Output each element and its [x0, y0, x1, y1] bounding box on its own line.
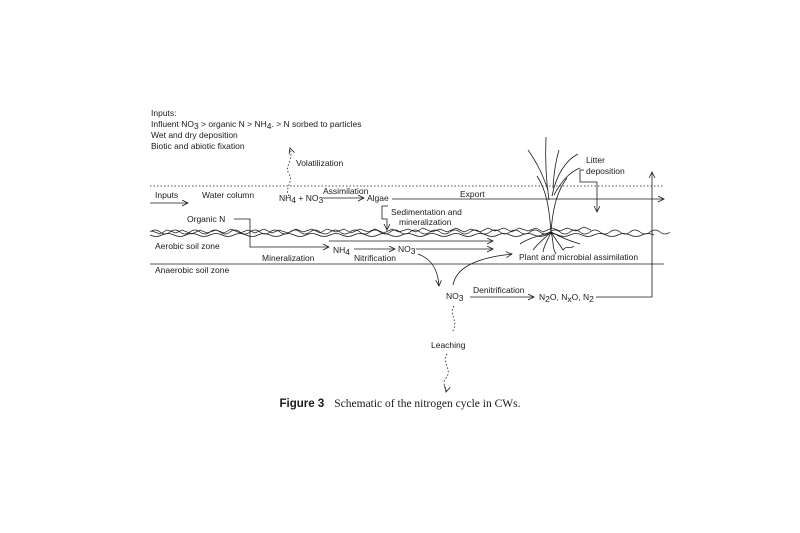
inputs-note-line2: Influent NO3 > organic N > NH4. > N sorb… [151, 119, 362, 131]
leaching-label: Leaching [431, 340, 466, 350]
figure-caption-text: Schematic of the nitrogen cycle in CWs. [334, 398, 521, 410]
inputs-label: Inputs [155, 190, 178, 200]
no3-label: NO3 [398, 244, 416, 256]
volatilization-arrow [287, 148, 291, 197]
sedimentation-arrow [381, 205, 388, 230]
plant-icon [519, 136, 581, 255]
figure-label: Figure 3 [279, 398, 325, 410]
organic-n-connector [234, 218, 329, 247]
no3-to-plant-curve [452, 254, 512, 286]
litter-label-line1: Litter [586, 155, 605, 165]
leaching-arrow [443, 353, 448, 392]
nitrification-label: Nitrification [354, 253, 396, 263]
sedimentation-label-line2: mineralization [399, 217, 452, 227]
inputs-note-line1: Inputs: [151, 108, 177, 118]
litter-label-line2: deposition [586, 166, 625, 176]
figure-caption: Figure 3 Schematic of the nitrogen cycle … [0, 398, 800, 410]
gaseous-products-label: N2O, NxO, N2 [539, 292, 594, 304]
export-label: Export [460, 189, 485, 199]
volatilization-label: Volatilization [296, 158, 344, 168]
litter-deposition-arrow [579, 169, 597, 212]
sedimentation-label-line1: Sedimentation and [391, 207, 462, 217]
organic-n-label: Organic N [187, 214, 225, 224]
inputs-note-line3: Wet and dry deposition [151, 130, 238, 140]
plant-assimilation-label: Plant and microbial assimilation [519, 252, 638, 262]
water-column-label: Water column [202, 190, 254, 200]
mineralization-label: Mineralization [262, 253, 315, 263]
gas-release-arrow [596, 172, 652, 298]
no3-anaerobic-label: NO3 [446, 291, 464, 303]
denitrification-label: Denitrification [473, 285, 525, 295]
nh4-no3-label: NH4 + NO3 [279, 193, 323, 205]
sediment-litter-band [149, 226, 671, 237]
anaerobic-zone-label: Anaerobic soil zone [155, 265, 229, 275]
aerobic-zone-label: Aerobic soil zone [155, 241, 220, 251]
inputs-note-line4: Biotic and abiotic fixation [151, 141, 245, 151]
algae-label: Algae [367, 193, 389, 203]
assimilation-label: Assimilation [323, 186, 369, 196]
leaching-dotted-upper [451, 305, 456, 333]
nh4-label: NH4 [333, 245, 350, 257]
no3-downward-arrow [417, 253, 439, 286]
